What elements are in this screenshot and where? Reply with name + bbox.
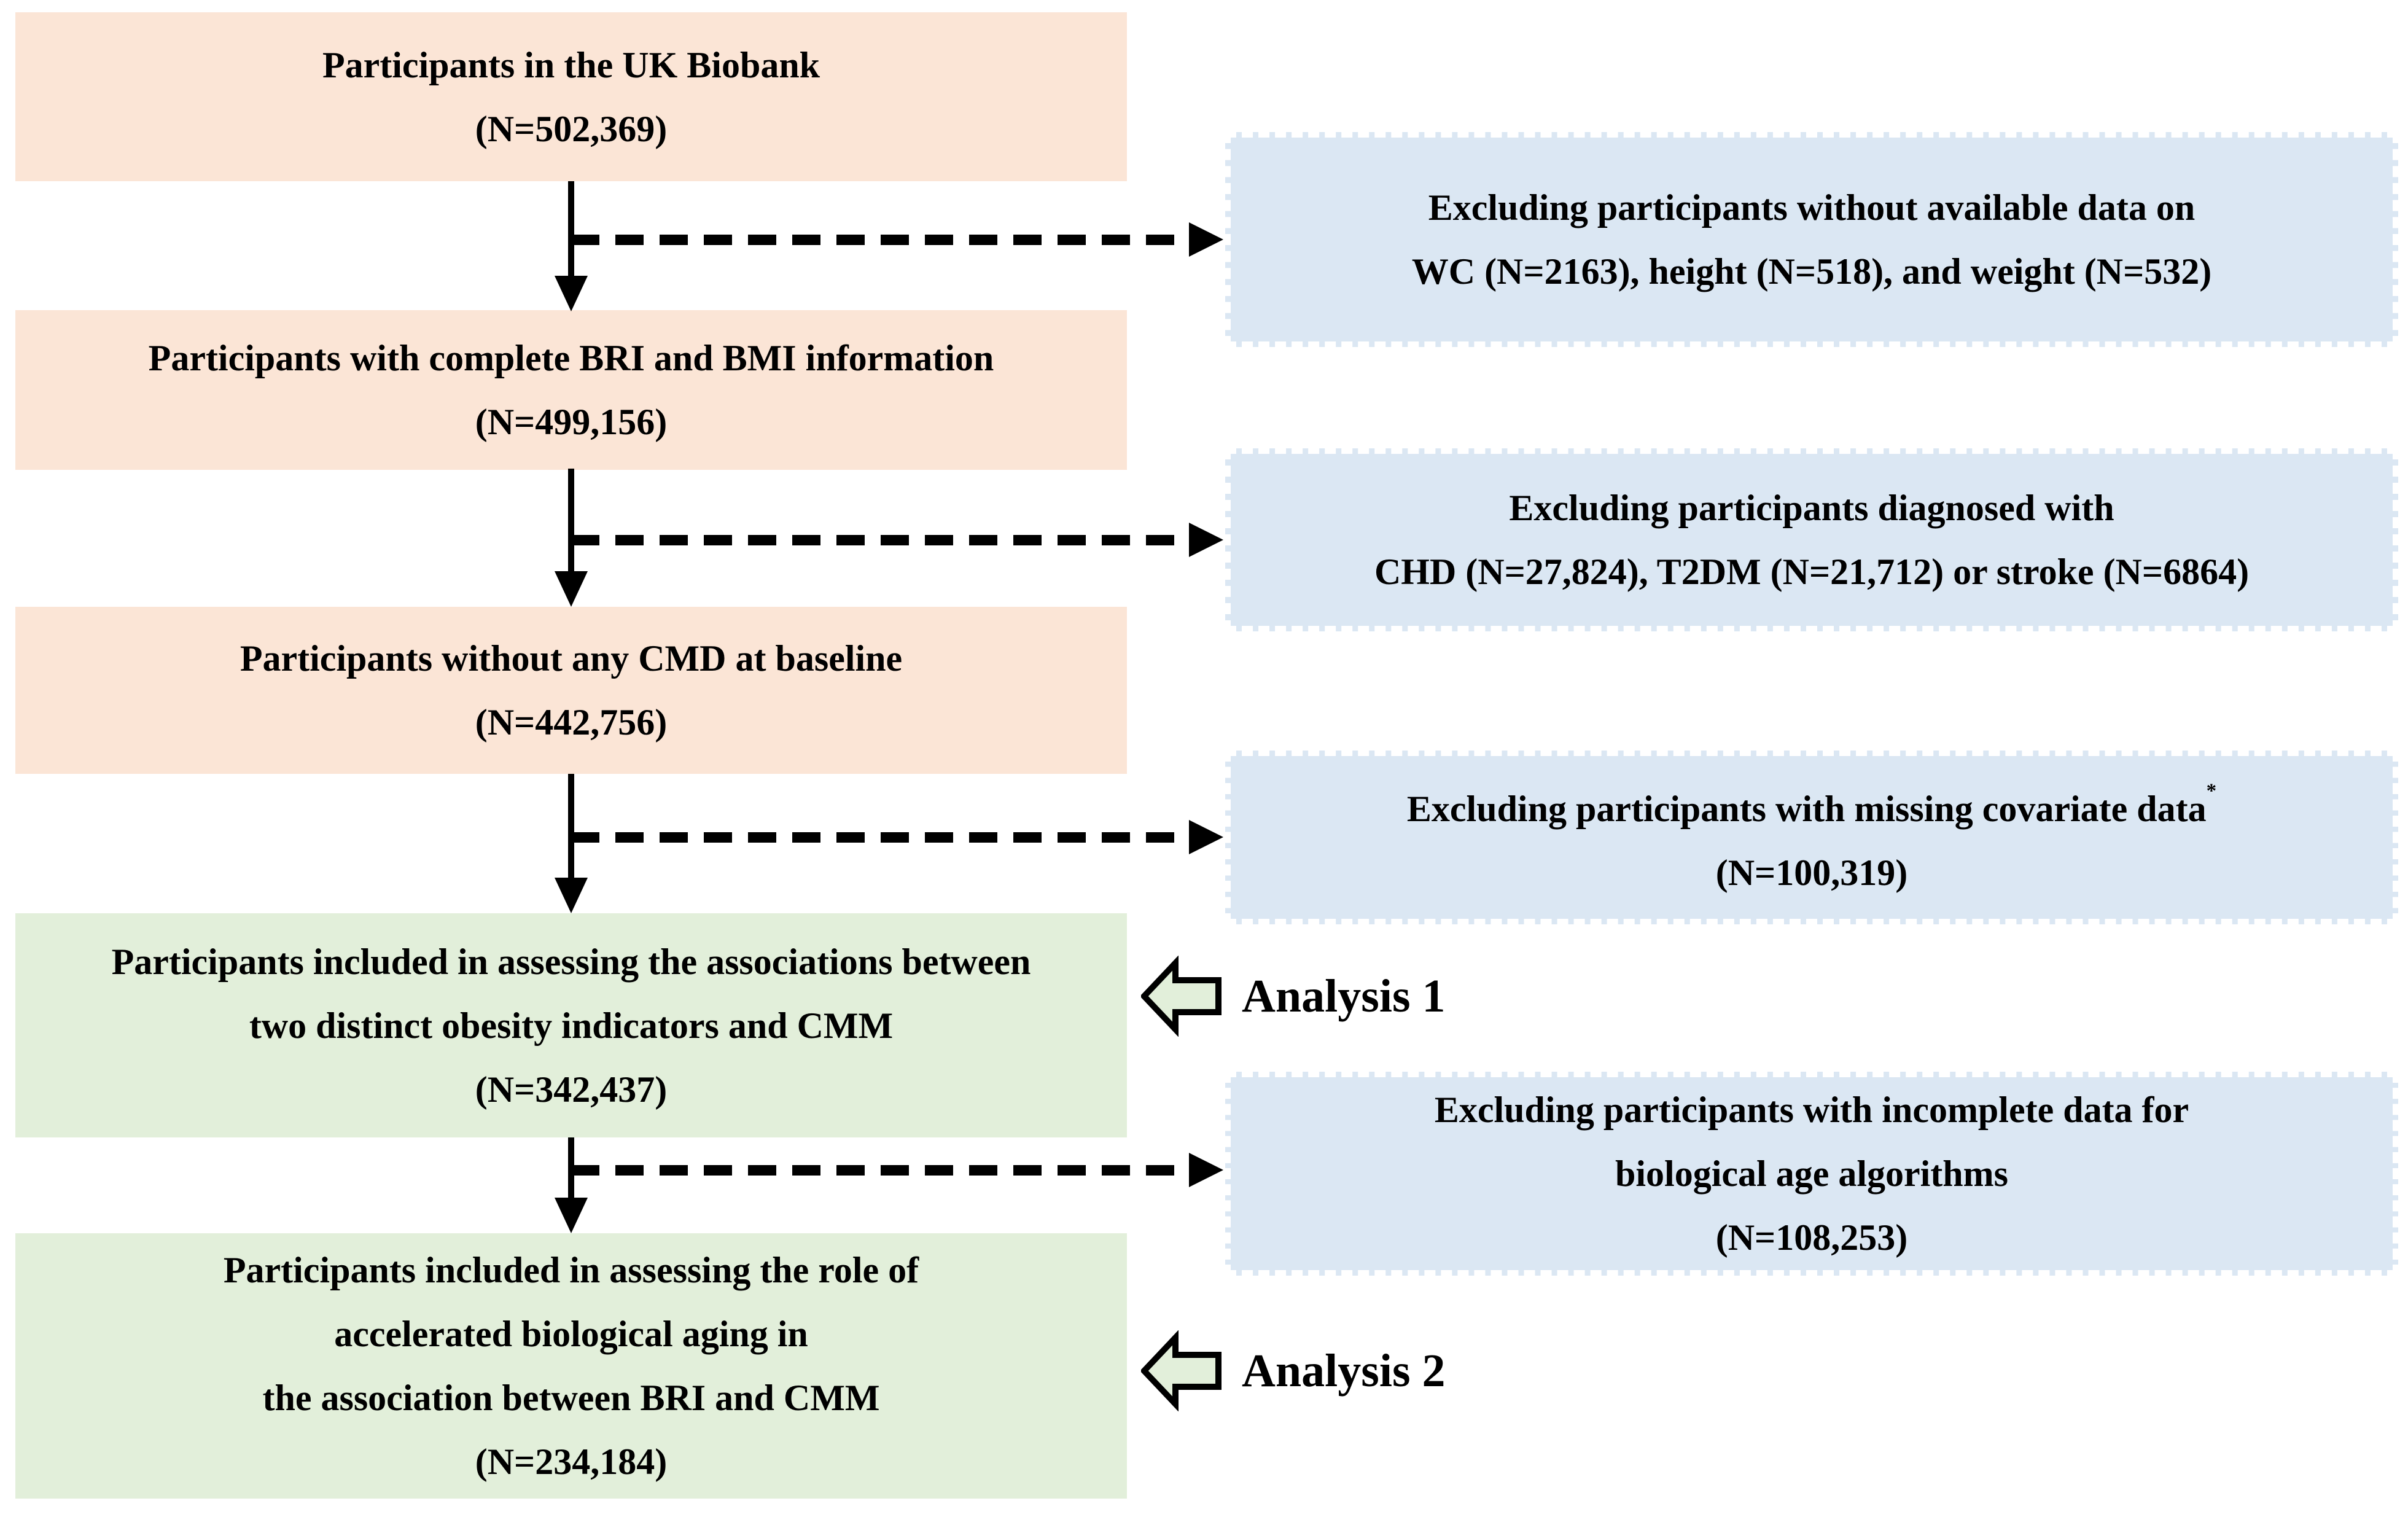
exclusion-box-anthropometry: Excluding participants without available…	[1225, 132, 2398, 347]
down-arrowhead-4-icon	[555, 1198, 588, 1233]
analysis-2-label: Analysis 2	[1242, 1345, 1446, 1397]
exclusion-box-biological-age: Excluding participants with incomplete d…	[1225, 1072, 2398, 1276]
analysis-1-block-arrow-icon	[1141, 956, 1222, 1037]
box-text-line: accelerated biological aging in	[334, 1314, 808, 1354]
dashed-arrowhead-4-icon	[1189, 1153, 1223, 1187]
box-text-line: WC (N=2163), height (N=518), and weight …	[1411, 251, 2212, 292]
box-text-line: Excluding participants with incomplete d…	[1434, 1090, 2189, 1130]
down-arrowhead-2-icon	[555, 571, 588, 607]
box-text-line: Participants included in assessing the r…	[223, 1250, 919, 1290]
box-count-line: (N=502,369)	[475, 108, 668, 149]
box-count-line: (N=442,756)	[475, 702, 668, 743]
exclusion-box-diagnosed-cmd: Excluding participants diagnosed with CH…	[1225, 448, 2398, 631]
dashed-arrow-line-4	[571, 1165, 1190, 1176]
box-count-line: (N=499,156)	[475, 402, 668, 442]
dashed-arrowhead-3-icon	[1189, 820, 1223, 854]
box-text-line: CHD (N=27,824), T2DM (N=21,712) or strok…	[1374, 552, 2250, 592]
box-text-line: two distinct obesity indicators and CMM	[249, 1005, 894, 1046]
dashed-arrow-line-2	[571, 535, 1190, 545]
box-count-line: (N=234,184)	[475, 1441, 668, 1482]
footnote-asterisk: *	[2206, 779, 2217, 802]
analysis-2-block-arrow-icon	[1141, 1330, 1222, 1411]
box-text-line: the association between BRI and CMM	[262, 1378, 880, 1418]
exclusion-box-missing-covariates: Excluding participants with missing cova…	[1225, 751, 2398, 924]
box-count-line: (N=342,437)	[475, 1069, 668, 1110]
box-text-line: Excluding participants without available…	[1428, 187, 2196, 228]
flow-box-complete-bri-bmi: Participants with complete BRI and BMI i…	[15, 310, 1127, 470]
box-text-line: Participants with complete BRI and BMI i…	[148, 338, 994, 378]
box-text-line: Participants included in assessing the a…	[111, 941, 1031, 982]
box-text-line: Excluding participants diagnosed with	[1509, 488, 2114, 528]
dashed-arrowhead-1-icon	[1189, 222, 1223, 257]
dashed-arrow-line-3	[571, 832, 1190, 843]
box-count-line: (N=108,253)	[1715, 1217, 1908, 1258]
box-text-line: Participants without any CMD at baseline	[240, 638, 903, 679]
box-text-line: biological age algorithms	[1615, 1153, 2008, 1194]
flow-box-no-cmd-baseline: Participants without any CMD at baseline…	[15, 607, 1127, 774]
dashed-arrow-line-1	[571, 235, 1190, 245]
down-arrowhead-3-icon	[555, 878, 588, 913]
analysis-1-label: Analysis 1	[1242, 970, 1446, 1022]
flow-box-uk-biobank: Participants in the UK Biobank (N=502,36…	[15, 12, 1127, 181]
box-text: Excluding participants with missing cova…	[1406, 789, 2207, 829]
down-arrow-line-1	[568, 181, 574, 279]
flow-box-analysis-1-sample: Participants included in assessing the a…	[15, 913, 1127, 1137]
down-arrow-line-2	[568, 469, 574, 576]
flow-box-analysis-2-sample: Participants included in assessing the r…	[15, 1233, 1127, 1499]
dashed-arrowhead-2-icon	[1189, 523, 1223, 557]
box-text-line: Participants in the UK Biobank	[322, 44, 820, 85]
down-arrow-line-3	[568, 774, 574, 883]
box-count-line: (N=100,319)	[1715, 852, 1908, 893]
down-arrowhead-1-icon	[555, 276, 588, 311]
box-text-line: Excluding participants with missing cova…	[1245, 770, 2378, 841]
